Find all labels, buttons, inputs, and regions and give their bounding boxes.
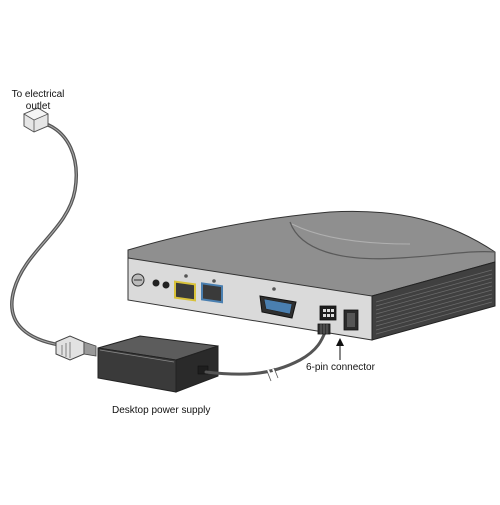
console-port (174, 280, 196, 302)
desktop-power-supply (97, 335, 219, 393)
power-switch-icon (343, 309, 359, 331)
router-chassis (127, 210, 496, 341)
outlet-label-line1: To electrical (11, 89, 65, 100)
six-pin-label: 6-pin connector (306, 362, 375, 373)
outlet-label-line2: outlet (25, 101, 51, 112)
outlet-plug (23, 107, 49, 133)
six-pin-arrow (336, 338, 344, 360)
dc-cable (204, 328, 328, 376)
psu-ac-plug (55, 335, 97, 361)
serial-connector (259, 295, 297, 319)
dc-plug (317, 323, 331, 335)
ac-power-cord (10, 120, 78, 347)
six-pin-connector (319, 305, 337, 321)
power-supply-label: Desktop power supply (112, 405, 211, 416)
front-panel (131, 273, 359, 331)
isdn-port (201, 282, 223, 304)
outlet-label: To electrical outlet (8, 89, 68, 113)
